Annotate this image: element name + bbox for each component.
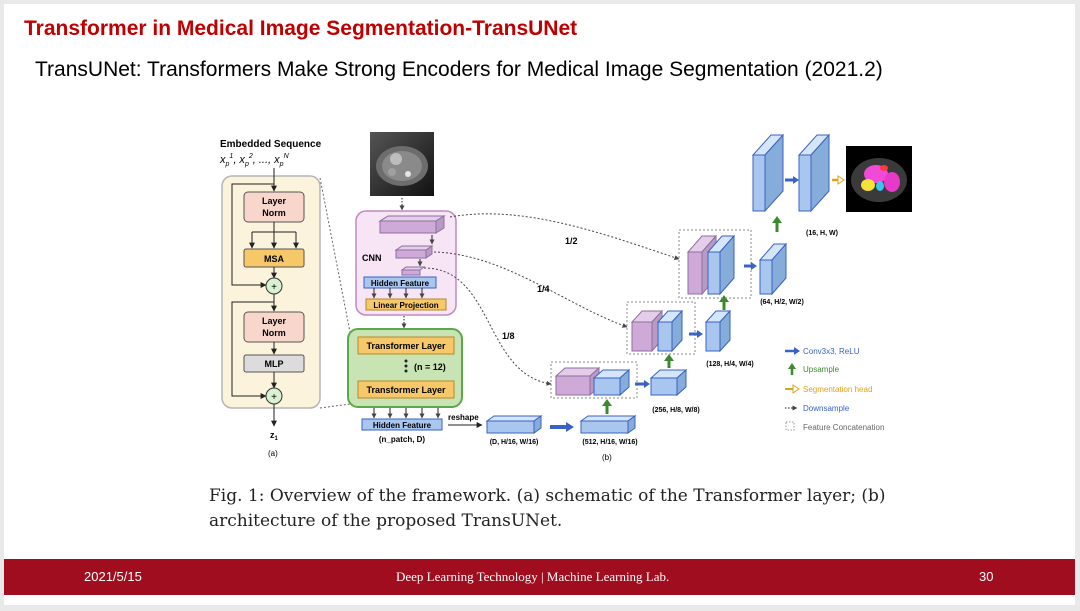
scale-eighth-label: 1/8 <box>502 331 515 341</box>
dims-128-label: (128, H/4, W/4) <box>706 361 753 368</box>
linear-projection-label: Linear Projection <box>373 301 438 310</box>
layer-norm-1-label: Layer <box>262 196 287 206</box>
scale-half-label: 1/2 <box>565 236 578 246</box>
transformer-layer-top <box>357 336 455 355</box>
msa-label: MSA <box>264 254 285 264</box>
feature-map-16 <box>798 154 812 212</box>
reshape-label: reshape <box>448 413 479 422</box>
layer-norm-2-label: Layer <box>262 316 287 326</box>
cnn-container <box>355 210 457 316</box>
hidden-feature-top-label: Hidden Feature <box>371 279 430 288</box>
embedded-sequence-label: Embedded Sequence <box>220 139 322 150</box>
transformer-layer-bottom-label: Transformer Layer <box>366 385 446 395</box>
add-node-2-label: + <box>271 392 277 403</box>
skip-connection-eighth <box>423 267 552 386</box>
dims-256-label: (256, H/8, W/8) <box>652 407 699 414</box>
legend-concat-label: Feature Concatenation <box>803 423 884 432</box>
conv-icon <box>794 347 800 355</box>
dims-512-label: (512, H/16, W/16) <box>582 439 637 446</box>
feature-map-512 <box>580 420 629 434</box>
feature-map-128 <box>705 321 721 352</box>
transformer-layer-bottom <box>357 380 455 399</box>
feature-map-64 <box>759 259 773 295</box>
linear-projection <box>365 298 447 311</box>
legend-conv-label: Conv3x3, ReLU <box>803 347 860 356</box>
slide-subtitle: TransUNet: Transformers Make Strong Enco… <box>35 58 883 81</box>
page-number: 30 <box>979 569 994 584</box>
upsample-icon <box>788 363 796 369</box>
hidden-feature-top <box>363 276 437 289</box>
figure-caption: Fig. 1: Overview of the framework. (a) s… <box>209 486 886 531</box>
sequence-math: xp1, xp2, ..., xpN <box>219 153 290 168</box>
skip-connection-half <box>449 213 680 260</box>
decoder: (D, H/16, W/16) (512, H/16, W/16) (b) <box>485 133 912 462</box>
legend-seg-head-label: Segmentation head <box>803 385 872 394</box>
legend-downsample-label: Downsample <box>803 404 850 413</box>
scale-quarter-label: 1/4 <box>537 284 550 294</box>
footer-lab: Deep Learning Technology | Machine Learn… <box>396 569 670 584</box>
cnn-label: CNN <box>362 253 382 263</box>
legend-upsample-label: Upsample <box>803 365 840 374</box>
add-node-1-label: + <box>271 282 277 293</box>
skip-connection-quarter <box>433 251 628 328</box>
encoder: CNN Hidden Feature Linear Projection Tra… <box>347 132 483 444</box>
mlp-label: MLP <box>265 359 284 369</box>
label-a: (a) <box>268 449 278 458</box>
layer-norm-1-label2: Norm <box>262 208 286 218</box>
slide-title: Transformer in Medical Image Segmentatio… <box>24 17 578 40</box>
label-b: (b) <box>602 453 612 462</box>
transformer-layer-top-label: Transformer Layer <box>366 341 446 351</box>
footer-bar: 2021/5/15 Deep Learning Technology | Mac… <box>4 559 1075 595</box>
seg-head-icon <box>792 384 800 394</box>
legend: Conv3x3, ReLU Upsample Segmentation head… <box>785 347 884 432</box>
hidden-feature-bottom <box>361 418 443 431</box>
feature-map-d <box>486 420 535 434</box>
concat-box-1-4 <box>626 301 696 355</box>
feature-map-256 <box>650 377 678 396</box>
slide: Transformer in Medical Image Segmentatio… <box>4 4 1075 605</box>
dims-16-label: (16, H, W) <box>806 230 838 237</box>
dims-64-label: (64, H/2, W/2) <box>760 299 804 306</box>
z-output: z1 <box>270 430 279 442</box>
n-layers-label: (n = 12) <box>414 362 446 372</box>
concat-box-1-8 <box>550 361 638 399</box>
concat-icon <box>785 421 795 431</box>
hidden-feature-bottom-label: Hidden Feature <box>373 421 432 430</box>
footer-date: 2021/5/15 <box>84 569 142 584</box>
n-patch-label: (n_patch, D) <box>379 435 426 444</box>
transformer-layer-schematic: Embedded Sequence xp1, xp2, ..., xpN Lay… <box>219 139 322 458</box>
transunet-architecture-diagram: Embedded Sequence xp1, xp2, ..., xpN Lay… <box>219 132 912 462</box>
layer-norm-2-label2: Norm <box>262 328 286 338</box>
dims-d-label: (D, H/16, W/16) <box>490 439 539 446</box>
